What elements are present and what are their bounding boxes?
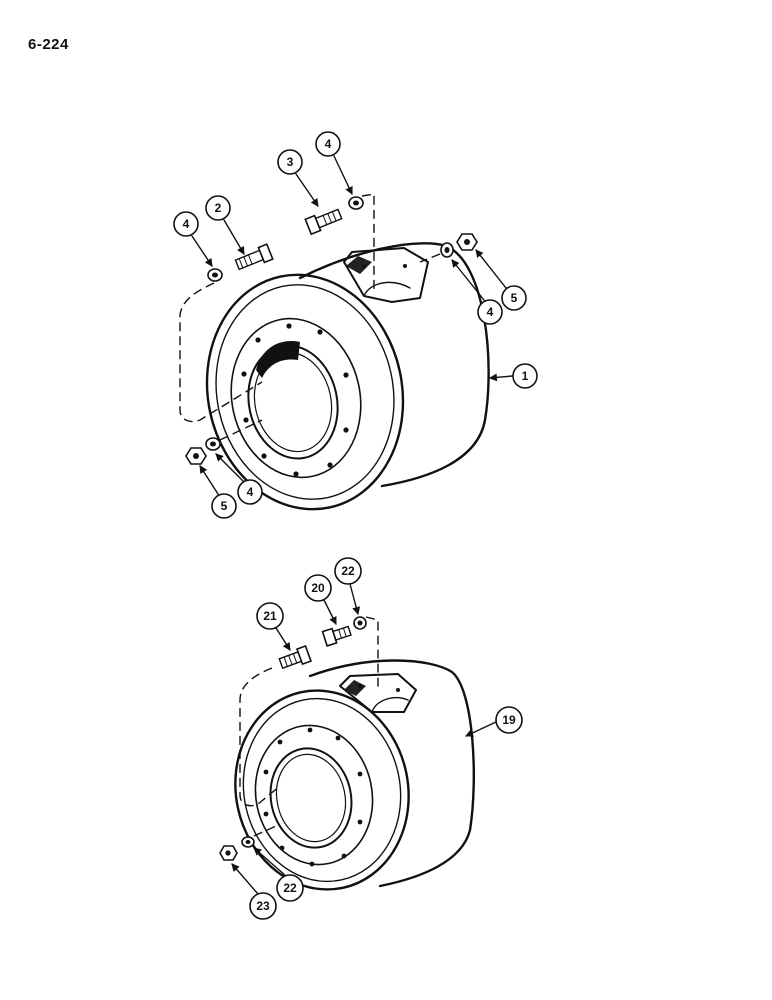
callout-1-label: 1 xyxy=(522,369,529,383)
callout-5-bottom-label: 5 xyxy=(221,499,228,513)
callout-5-bottom xyxy=(211,493,237,519)
callout-19-label: 19 xyxy=(502,713,516,727)
bolt-3 xyxy=(304,208,343,236)
callout-22-top xyxy=(334,557,362,585)
nut-23 xyxy=(219,845,238,861)
nut-5-right xyxy=(456,233,478,251)
nut-5-bottom xyxy=(185,447,207,465)
washer-22-bottom xyxy=(241,836,255,848)
callout-2-label: 2 xyxy=(215,201,222,215)
washer-4-top xyxy=(348,196,364,210)
callout-23-label: 23 xyxy=(256,899,270,913)
callout-20 xyxy=(304,574,332,602)
wheel-weight-1 xyxy=(205,242,490,511)
hardware-upper xyxy=(179,193,478,465)
callout-22-top-label: 22 xyxy=(341,564,355,578)
callout-22-bottom-label: 22 xyxy=(283,881,297,895)
callout-22-bottom xyxy=(276,874,304,902)
hardware-lower xyxy=(219,616,379,861)
callout-4-right-label: 4 xyxy=(487,305,494,319)
callout-21-label: 21 xyxy=(263,609,277,623)
callout-4-top xyxy=(315,131,341,157)
callout-4-top-label: 4 xyxy=(325,137,332,151)
callout-5-right-label: 5 xyxy=(511,291,518,305)
callout-1 xyxy=(512,363,538,389)
callout-19 xyxy=(495,706,523,734)
callouts: 1 2 3 4 4 4 5 4 5 19 xyxy=(173,131,538,920)
callout-20-label: 20 xyxy=(311,581,325,595)
bolt-20 xyxy=(321,625,352,647)
callout-4-left xyxy=(173,211,199,237)
callout-5-right xyxy=(501,285,527,311)
bolt-2 xyxy=(234,243,274,271)
washer-4-bottom xyxy=(205,437,221,451)
washer-4-left xyxy=(207,268,223,282)
callout-4-bottom xyxy=(237,479,263,505)
callout-21 xyxy=(256,602,284,630)
washer-22-top xyxy=(353,616,367,630)
wheel-weight-19 xyxy=(234,659,475,891)
page-number: 6-224 xyxy=(28,36,69,53)
callout-3 xyxy=(277,149,303,175)
washer-4-right xyxy=(440,242,454,258)
callout-23 xyxy=(249,892,277,920)
callout-2 xyxy=(205,195,231,221)
bolt-21 xyxy=(278,645,312,670)
callout-4-left-label: 4 xyxy=(183,217,190,231)
callout-3-label: 3 xyxy=(287,155,294,169)
callout-4-right xyxy=(477,299,503,325)
callout-4-bottom-label: 4 xyxy=(247,485,254,499)
